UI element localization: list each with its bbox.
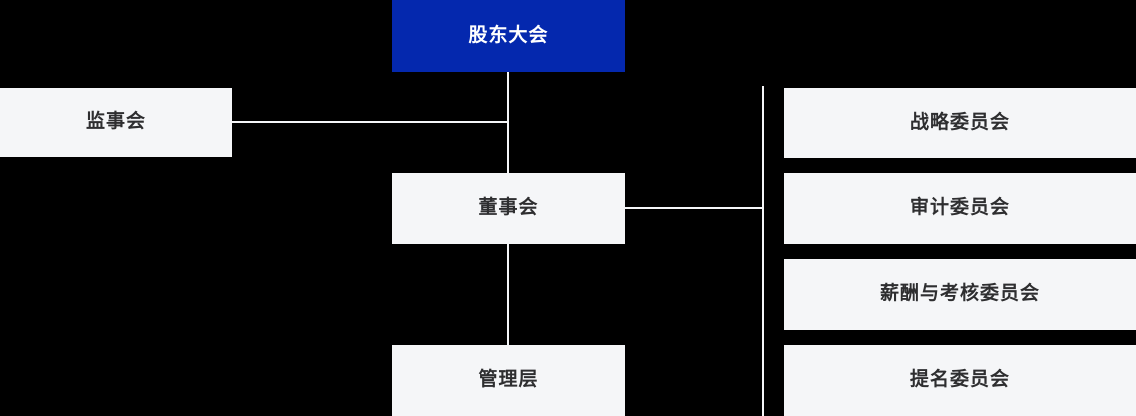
connector-committee-trunk [762,86,764,416]
node-management[interactable]: 管理层 [392,345,625,416]
node-label-board-of-supervisors: 监事会 [85,111,146,133]
node-remuneration-appraisal-committee[interactable]: 薪酬与考核委员会 [784,259,1136,330]
connector-board-to-management [507,244,509,345]
node-label-nomination-committee: 提名委员会 [909,369,1010,391]
connector-to-supervisors [232,121,508,123]
node-nomination-committee[interactable]: 提名委员会 [784,345,1136,416]
node-strategy-committee[interactable]: 战略委员会 [784,88,1136,158]
node-board-of-supervisors[interactable]: 监事会 [0,88,232,157]
node-label-management: 管理层 [478,369,539,391]
node-label-audit-committee: 审计委员会 [909,197,1010,219]
node-label-shareholders-meeting: 股东大会 [468,24,549,46]
node-label-strategy-committee: 战略委员会 [909,111,1010,133]
node-audit-committee[interactable]: 审计委员会 [784,173,1136,244]
node-label-board-of-directors: 董事会 [478,197,539,219]
node-shareholders-meeting[interactable]: 股东大会 [392,0,625,72]
connector-shareholders-to-board [507,72,509,173]
connector-board-to-committee-trunk [625,207,764,209]
node-board-of-directors[interactable]: 董事会 [392,173,625,244]
node-label-remuneration-appraisal-committee: 薪酬与考核委员会 [879,283,1040,305]
